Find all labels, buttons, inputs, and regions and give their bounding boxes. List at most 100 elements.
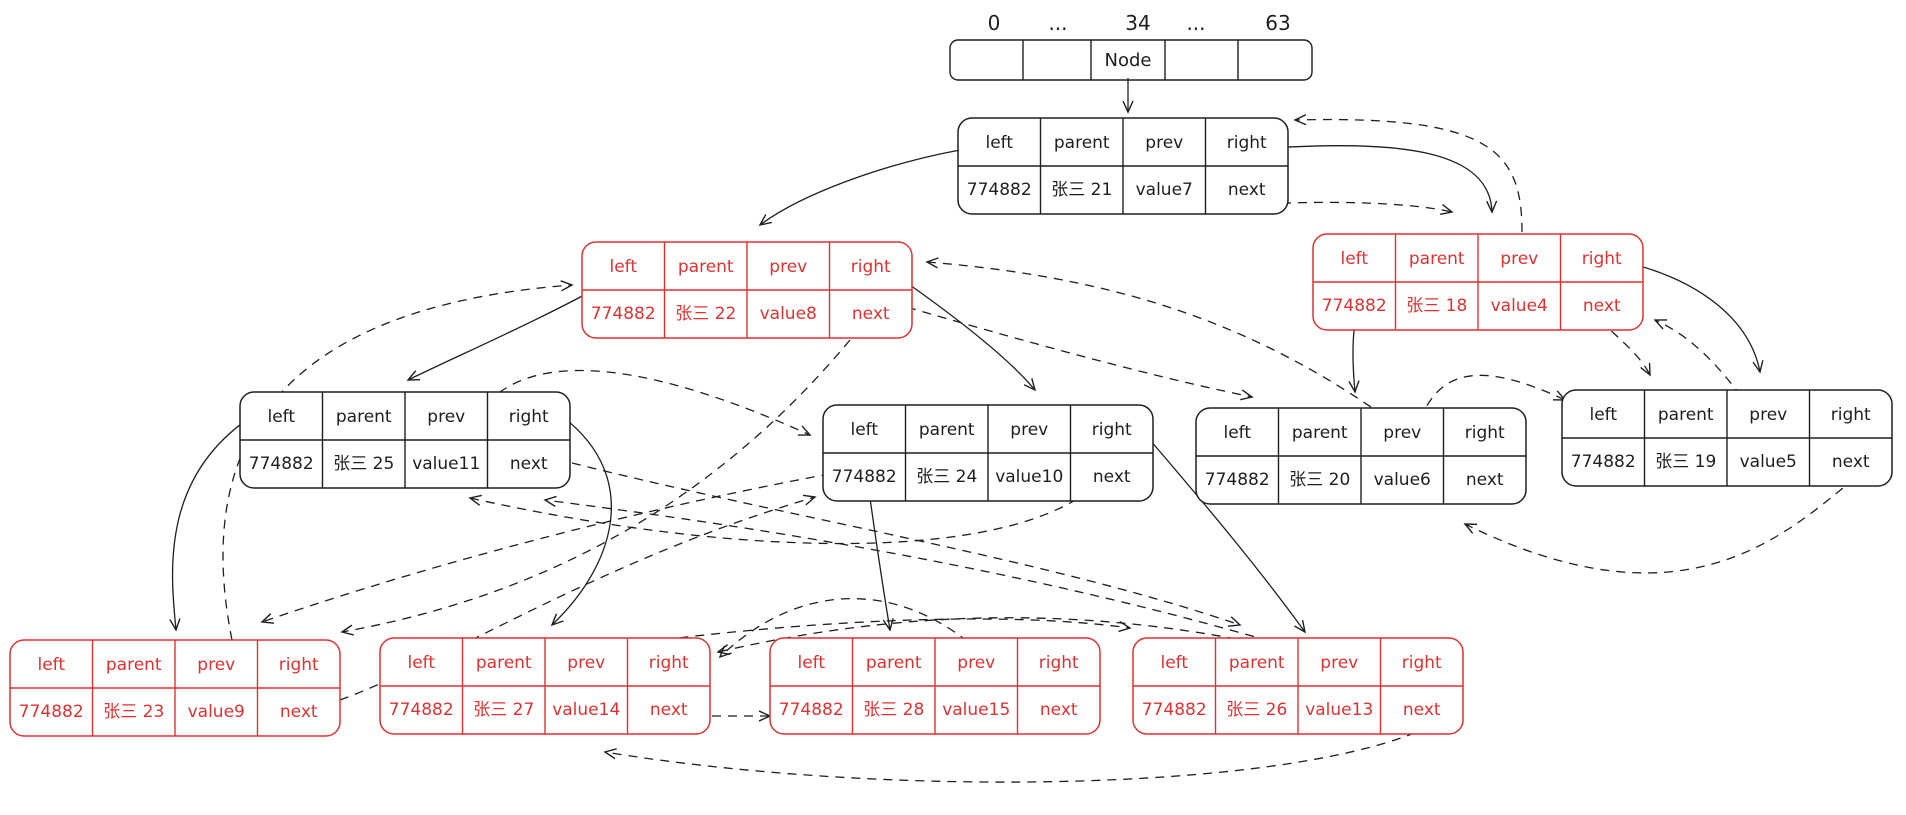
node-field-right-label: right bbox=[1402, 653, 1442, 673]
node-value-value: value8 bbox=[760, 304, 817, 324]
node-hash-value: 774882 bbox=[1205, 470, 1270, 490]
node-hash-value: 774882 bbox=[389, 700, 454, 720]
node-value-value: value7 bbox=[1136, 180, 1193, 200]
node-hash-value: 774882 bbox=[1322, 296, 1387, 316]
node-hash-value: 774882 bbox=[967, 180, 1032, 200]
node-field-prev-label: prev bbox=[197, 655, 235, 675]
node-field-right-label: right bbox=[1465, 423, 1505, 443]
node-field-right-label: right bbox=[509, 407, 549, 427]
edge-18-right-to-19 bbox=[1624, 261, 1764, 374]
node-next-pointer: next bbox=[1040, 700, 1078, 720]
node-next-pointer: next bbox=[852, 304, 890, 324]
node-field-parent-label: parent bbox=[1409, 249, 1465, 269]
node-field-prev-label: prev bbox=[1500, 249, 1538, 269]
node-field-right-label: right bbox=[851, 257, 891, 277]
node-hash-value: 774882 bbox=[591, 304, 656, 324]
node-field-parent-label: parent bbox=[1054, 133, 1110, 153]
node-value-value: value4 bbox=[1491, 296, 1548, 316]
array-index-label: ... bbox=[1186, 11, 1205, 35]
node-key-value: 张三 20 bbox=[1289, 470, 1350, 490]
node-next-pointer: next bbox=[510, 454, 548, 474]
node-field-prev-label: prev bbox=[1749, 405, 1787, 425]
node-value-value: value15 bbox=[942, 700, 1010, 720]
node-key-value: 张三 25 bbox=[333, 454, 394, 474]
node-field-parent-label: parent bbox=[866, 653, 922, 673]
node-value-value: value6 bbox=[1374, 470, 1431, 490]
array-index-label: 63 bbox=[1265, 11, 1290, 35]
list-edge-24-to-25 bbox=[468, 489, 1091, 545]
node-field-left-label: left bbox=[1160, 653, 1188, 673]
node-field-left-label: left bbox=[407, 653, 435, 673]
list-edge-22-to-20 bbox=[814, 279, 1254, 401]
node-key-value: 张三 28 bbox=[863, 700, 924, 720]
node-field-prev-label: prev bbox=[1010, 420, 1048, 440]
list-edge-26-next-to-27 bbox=[603, 725, 1431, 783]
node-field-parent-label: parent bbox=[919, 420, 975, 440]
node-field-parent-label: parent bbox=[476, 653, 532, 673]
node-field-parent-label: parent bbox=[1658, 405, 1714, 425]
node-next-pointer: next bbox=[1583, 296, 1621, 316]
node-field-left-label: left bbox=[37, 655, 65, 675]
node-next-pointer: next bbox=[1228, 180, 1266, 200]
edge-24-right-to-26 bbox=[1149, 439, 1306, 634]
node-next-pointer: next bbox=[1093, 467, 1131, 487]
node-next-pointer: next bbox=[1403, 700, 1441, 720]
tree-nodes: left parent prev right 774882 张三 21 value7 next… bbox=[9, 117, 1893, 737]
list-edge-20-prev-to-19 bbox=[1419, 374, 1567, 421]
list-edge-25-next-to-26 bbox=[571, 462, 1242, 627]
array-index-label: 34 bbox=[1125, 11, 1150, 35]
node-field-prev-label: prev bbox=[957, 653, 995, 673]
node-next-pointer: next bbox=[1466, 470, 1504, 490]
node-value-value: value11 bbox=[412, 454, 480, 474]
node-field-left-label: left bbox=[1589, 405, 1617, 425]
node-key-value: 张三 21 bbox=[1051, 180, 1112, 200]
node-key-value: 张三 24 bbox=[916, 467, 977, 487]
node-field-right-label: right bbox=[1582, 249, 1622, 269]
node-field-left-label: left bbox=[797, 653, 825, 673]
node-field-prev-label: prev bbox=[1320, 653, 1358, 673]
node-key-value: 张三 19 bbox=[1655, 452, 1716, 472]
node-field-right-label: right bbox=[1092, 420, 1132, 440]
tree-node-21: left parent prev right 774882 张三 21 value7 next bbox=[957, 117, 1289, 215]
node-key-value: 张三 23 bbox=[103, 702, 164, 722]
node-field-right-label: right bbox=[649, 653, 689, 673]
node-value-value: value5 bbox=[1740, 452, 1797, 472]
list-edge-18-up-to-21 bbox=[1293, 114, 1523, 233]
node-next-pointer: next bbox=[650, 700, 688, 720]
node-field-parent-label: parent bbox=[106, 655, 162, 675]
node-hash-value: 774882 bbox=[249, 454, 314, 474]
node-field-parent-label: parent bbox=[678, 257, 734, 277]
node-field-right-label: right bbox=[1227, 133, 1267, 153]
node-next-pointer: next bbox=[280, 702, 318, 722]
node-field-left-label: left bbox=[267, 407, 295, 427]
edge-22-right-to-24 bbox=[899, 277, 1037, 392]
node-field-prev-label: prev bbox=[1383, 423, 1421, 443]
edge-21-left-to-22 bbox=[758, 149, 961, 227]
node-field-prev-label: prev bbox=[1145, 133, 1183, 153]
node-field-left-label: left bbox=[850, 420, 878, 440]
node-hash-value: 774882 bbox=[19, 702, 84, 722]
node-hash-value: 774882 bbox=[832, 467, 897, 487]
node-field-parent-label: parent bbox=[336, 407, 392, 427]
node-field-right-label: right bbox=[1039, 653, 1079, 673]
list-edge-23-prev-up-to-22 bbox=[222, 280, 574, 641]
edge-21-right-to-18 bbox=[1271, 144, 1498, 214]
list-edge-25-to-24 bbox=[469, 369, 812, 436]
node-key-value: 张三 26 bbox=[1226, 700, 1287, 720]
node-field-right-label: right bbox=[279, 655, 319, 675]
array-index-label: ... bbox=[1048, 11, 1067, 35]
node-field-parent-label: parent bbox=[1292, 423, 1348, 443]
node-field-right-label: right bbox=[1831, 405, 1871, 425]
node-field-left-label: left bbox=[985, 133, 1013, 153]
